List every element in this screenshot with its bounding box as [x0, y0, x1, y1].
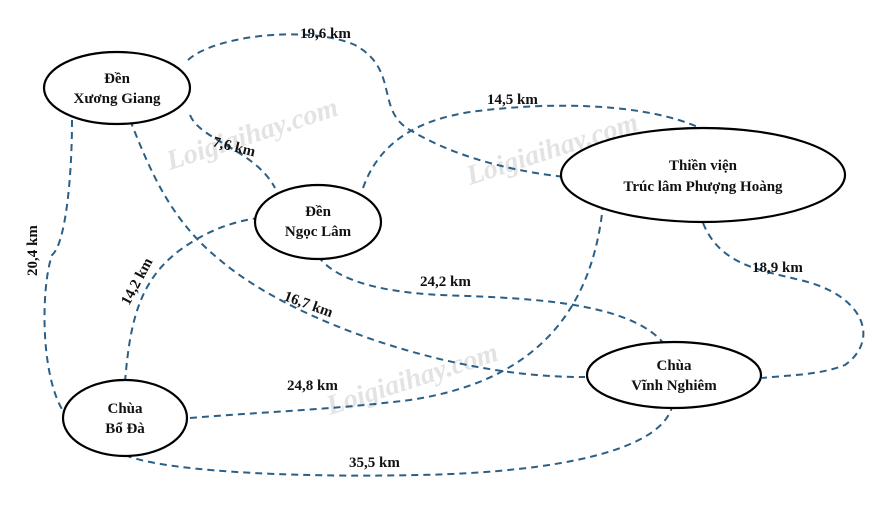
node-ellipse [61, 378, 189, 458]
node-ellipse [42, 50, 192, 126]
node-xuong-giang: Đền Xương Giang [42, 50, 192, 126]
distance-label: 14,5 km [487, 92, 538, 108]
node-label-line1: Thiền viện [669, 158, 738, 174]
route-truclam-vinhnghiem [702, 222, 865, 379]
node-ellipse [585, 340, 763, 410]
distance-label: 18,9 km [752, 260, 803, 276]
distance-label: 35,5 km [349, 455, 400, 471]
distance-label: 24,2 km [420, 274, 471, 290]
node-label-line2: Vĩnh Nghiêm [631, 378, 717, 394]
watermark: Loigiaihay.com [162, 92, 342, 177]
node-label-line2: Trúc lâm Phượng Hoàng [623, 179, 783, 195]
route-xuonggiang-ngoclam [189, 114, 276, 189]
routes [43, 33, 865, 477]
route-xuonggiang-boda [43, 119, 73, 421]
node-label-line2: Xương Giang [74, 91, 161, 107]
node-ngoc-lam: Đền Ngọc Lâm [253, 183, 383, 261]
route-boda-ngoclam [124, 217, 259, 383]
route-xuonggiang-vinhnghiem [129, 119, 586, 379]
route-boda-truclam [189, 204, 604, 419]
node-label-line1: Đền [104, 71, 130, 87]
node-label-line1: Chùa [656, 358, 692, 374]
distance-label: 20,4 km [25, 225, 41, 276]
node-label-line1: Đền [305, 204, 331, 220]
route-ngoclam-truclam [362, 104, 701, 189]
watermark: Loigiaihay.com [322, 337, 502, 422]
node-label-line2: Bổ Đà [105, 421, 145, 437]
distance-label: 16,7 km [282, 289, 336, 322]
distance-label: 19,6 km [300, 26, 351, 42]
node-vinh-nghiem: Chùa Vĩnh Nghiêm [585, 340, 763, 410]
distance-label: 14,2 km [118, 255, 156, 308]
node-bo-da: Chùa Bổ Đà [61, 378, 189, 458]
node-ellipse [559, 126, 847, 224]
distance-label: 24,8 km [287, 378, 338, 394]
node-label-line1: Chùa [107, 401, 143, 417]
node-label-line2: Ngọc Lâm [285, 224, 352, 240]
route-ngoclam-vinhnghiem [317, 255, 666, 346]
node-truc-lam: Thiền viện Trúc lâm Phượng Hoàng [559, 126, 847, 224]
node-ellipse [253, 183, 383, 261]
route-xuonggiang-truclam [187, 33, 566, 178]
